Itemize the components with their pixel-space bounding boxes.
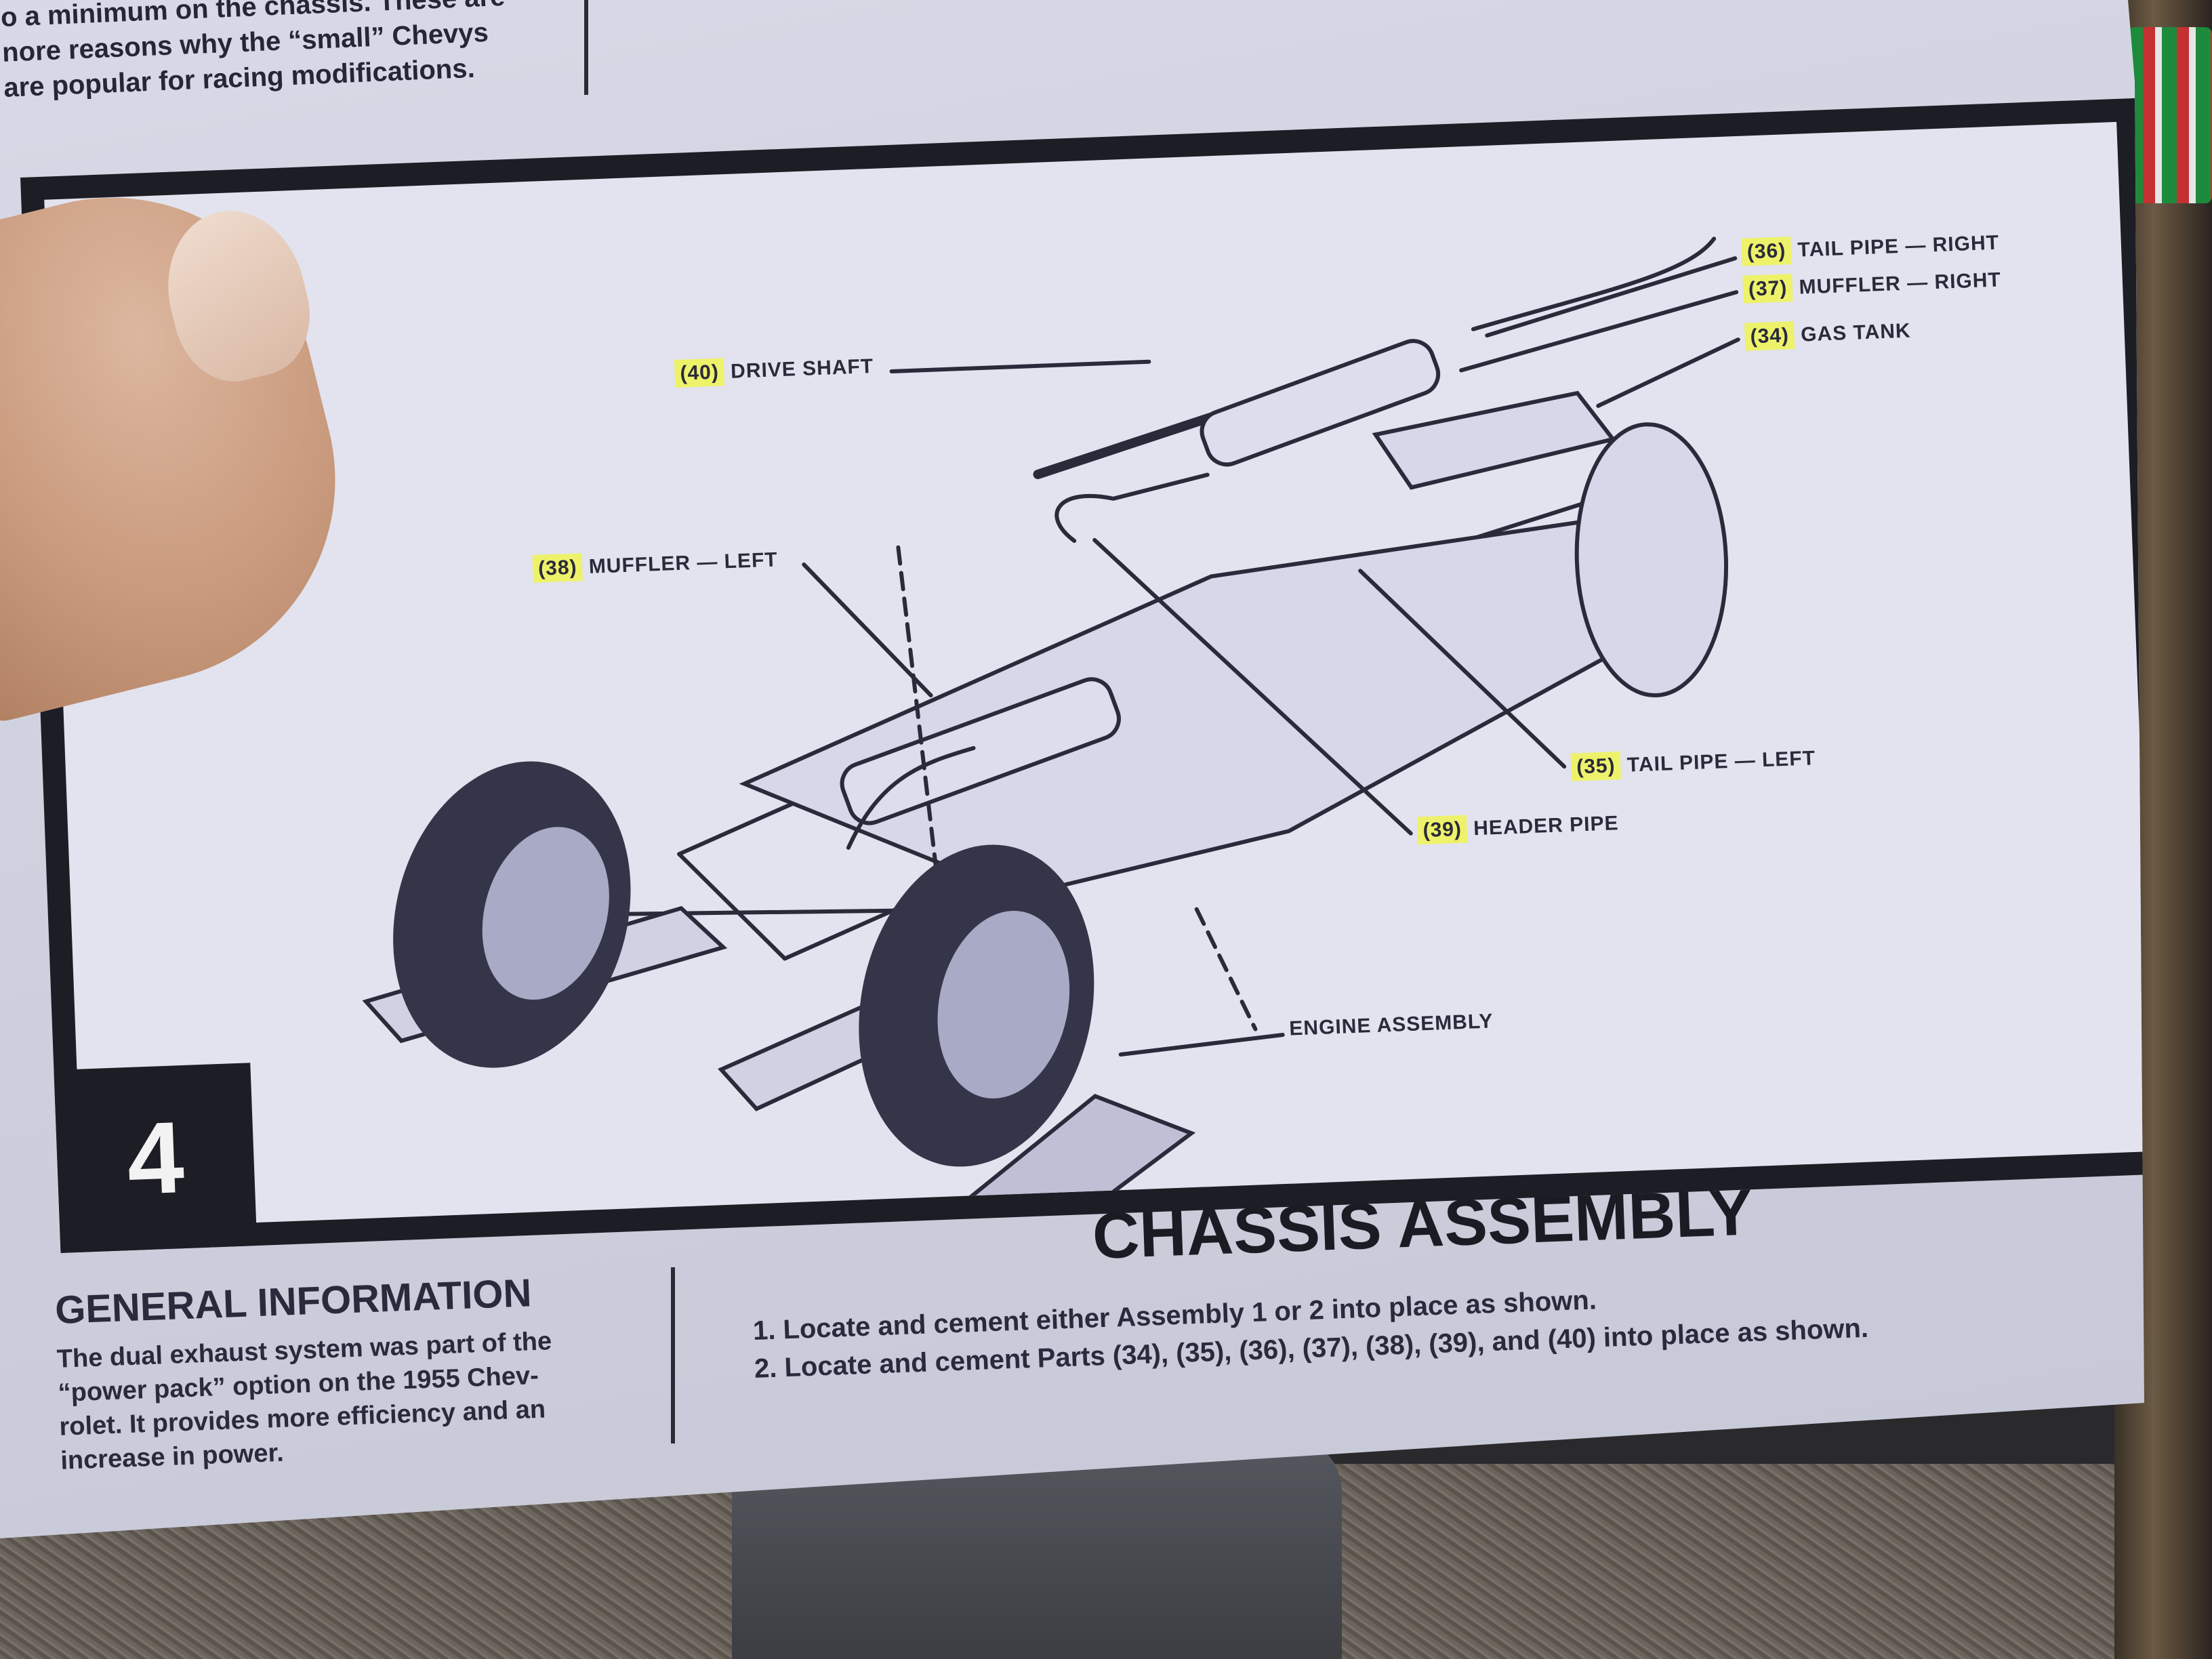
label-text: GAS TANK — [1800, 319, 1912, 346]
label-number: (39) — [1416, 815, 1468, 845]
top-paragraph: o a minimum on the chassis. These are no… — [0, 0, 588, 136]
step-number-box: 4 — [54, 1063, 258, 1253]
tail-pipe-left — [1054, 472, 1210, 544]
gas-tank — [1372, 390, 1617, 490]
header-pipe — [846, 745, 976, 850]
label-number: (36) — [1741, 237, 1793, 266]
front-right-tire — [859, 844, 1094, 1167]
label-number: (38) — [532, 553, 583, 583]
top-divider — [584, 0, 588, 95]
general-information: GENERAL INFORMATION The dual exhaust sys… — [54, 1268, 603, 1478]
label-number: (37) — [1742, 274, 1794, 304]
column-divider — [671, 1267, 675, 1443]
front-left-tire — [393, 761, 631, 1068]
general-information-heading: GENERAL INFORMATION — [54, 1271, 533, 1332]
muffler-right — [1200, 339, 1441, 467]
muffler-left — [840, 677, 1121, 825]
tail-pipe-right — [1471, 237, 1717, 331]
label-number: (40) — [674, 358, 725, 388]
background-toy — [2128, 27, 2212, 203]
rear-axle-housing — [1574, 422, 1729, 698]
label-text: HEADER PIPE — [1473, 812, 1620, 840]
frame-crossmember — [677, 852, 787, 961]
label-number: (34) — [1744, 321, 1795, 351]
chassis-diagram — [362, 237, 1740, 1229]
step-number: 4 — [125, 1099, 186, 1216]
label-number: (35) — [1570, 752, 1622, 781]
floor-pan — [739, 519, 1692, 898]
general-information-body: The dual exhaust system was part of the … — [56, 1323, 603, 1478]
instruction-steps: 1. Locate and cement either Assembly 1 o… — [752, 1267, 1974, 1388]
label-text: DRIVE SHAFT — [730, 354, 874, 383]
illustration-frame: (36) TAIL PIPE — RIGHT (37) MUFFLER — RI… — [20, 98, 2144, 1253]
